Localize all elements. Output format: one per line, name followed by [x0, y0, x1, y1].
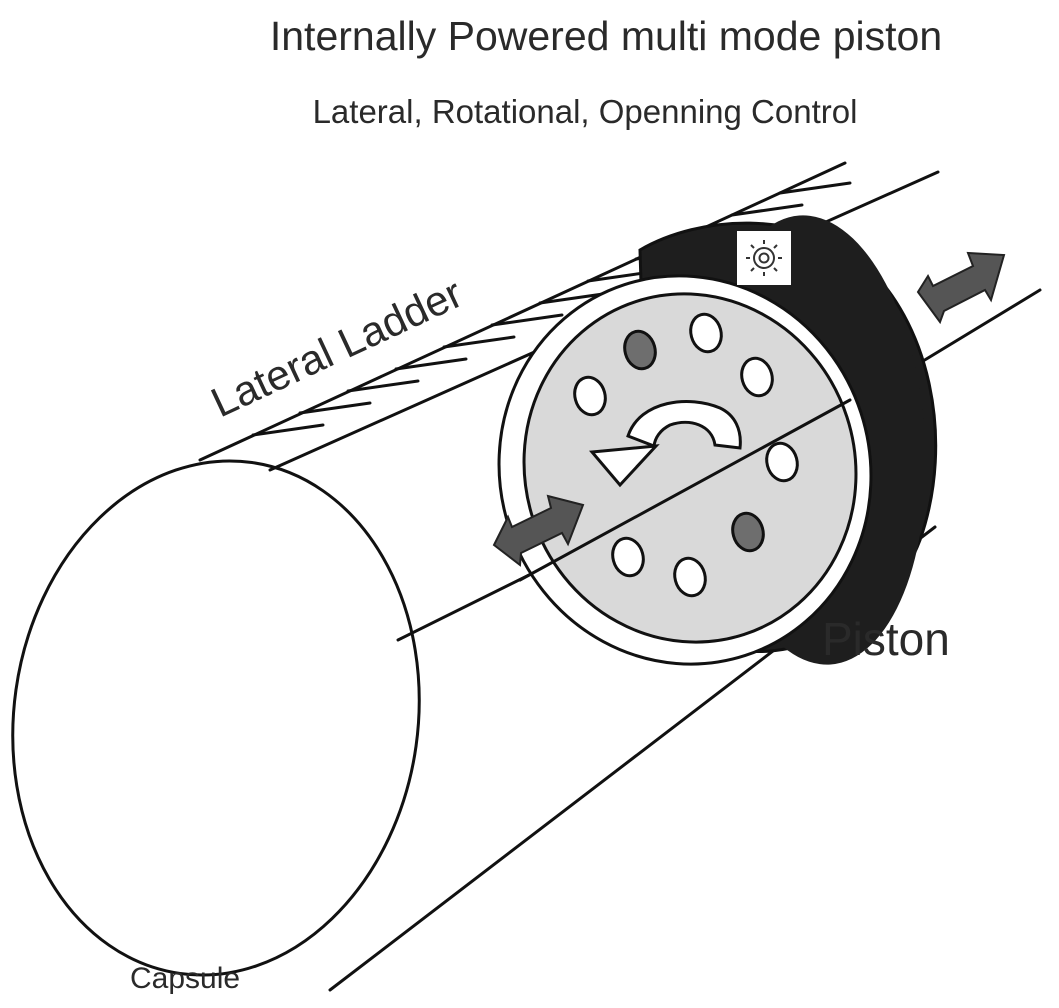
- capsule-label: Capsule: [130, 962, 240, 995]
- hole-open: [673, 556, 707, 598]
- rotation-arrow-icon: [588, 400, 742, 488]
- lateral-ladder: [251, 181, 852, 437]
- gear-icon: [737, 231, 791, 285]
- double-arrow-icon: [916, 251, 1006, 325]
- diagram-title: Internally Powered multi mode piston: [270, 13, 942, 59]
- hole-filled: [731, 511, 765, 553]
- hole-open: [689, 312, 723, 354]
- diagram-subtitle: Lateral, Rotational, Openning Control: [313, 93, 858, 130]
- piston: [497, 215, 938, 666]
- lateral-ladder-label: Lateral Ladder: [204, 269, 469, 426]
- double-arrow-icon: [492, 494, 585, 567]
- hole-open: [740, 356, 774, 398]
- hole-filled: [623, 329, 657, 371]
- hole-open: [611, 536, 645, 578]
- piston-label: Piston: [822, 613, 950, 665]
- hole-open: [765, 441, 799, 483]
- piston-holes: [573, 312, 799, 598]
- hole-open: [573, 375, 607, 417]
